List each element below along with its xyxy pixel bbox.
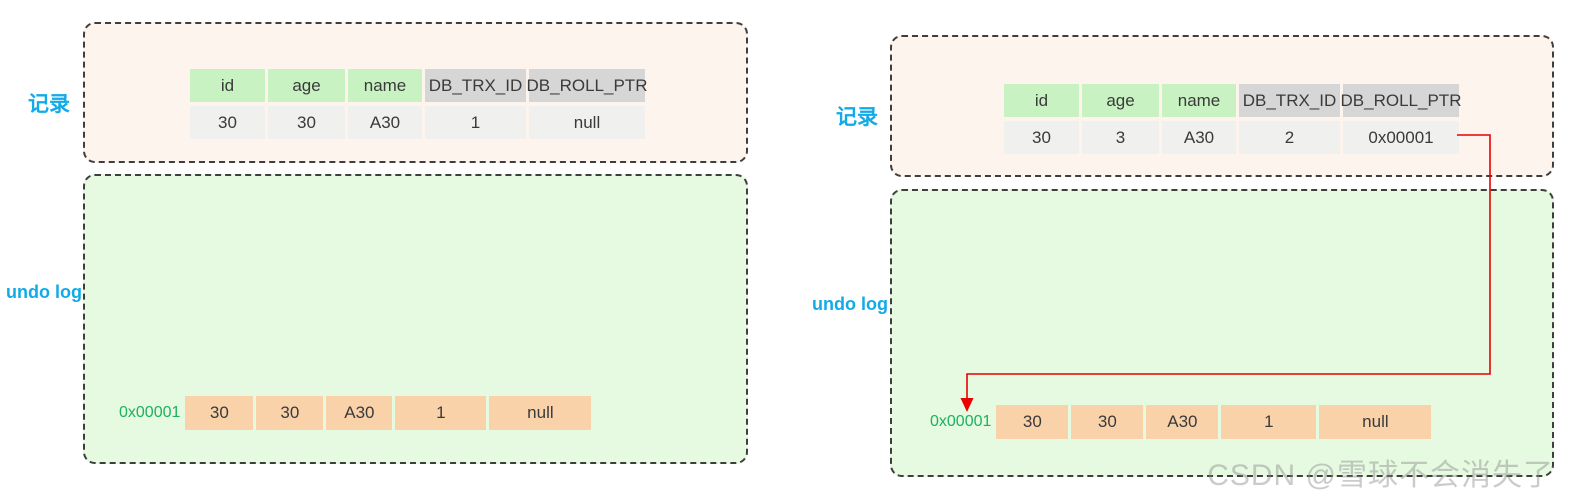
value-cell-name: A30 [348, 106, 422, 139]
undo-cells: 30 30 A30 1 null [185, 396, 592, 430]
undo-cell-db-trx-id: 1 [395, 396, 487, 430]
undo-addr-label: 0x00001 [930, 413, 992, 430]
undo-log-row: 0x00001 30 30 A30 1 null [930, 405, 1432, 439]
undo-cell-id: 30 [185, 396, 254, 430]
header-cell-db-trx-id: DB_TRX_ID [425, 69, 526, 102]
undo-addr-label: 0x00001 [119, 404, 181, 421]
undo-cell-name: A30 [1146, 405, 1219, 439]
record-box: id age name DB_TRX_ID DB_ROLL_PTR 30 3 A… [890, 35, 1554, 177]
record-table: id age name DB_TRX_ID DB_ROLL_PTR 30 3 A… [1004, 84, 1461, 154]
value-cell-age: 30 [268, 106, 345, 139]
undo-cell-db-roll-ptr: null [489, 396, 592, 430]
header-cell-db-trx-id: DB_TRX_ID [1239, 84, 1340, 117]
header-cell-age: age [268, 69, 345, 102]
value-cell-db-roll-ptr: 0x00001 [1343, 121, 1459, 154]
record-header-row: id age name DB_TRX_ID DB_ROLL_PTR [1004, 84, 1461, 117]
value-cell-name: A30 [1162, 121, 1236, 154]
header-cell-name: name [1162, 84, 1236, 117]
undo-cells: 30 30 A30 1 null [996, 405, 1432, 439]
undo-log-label: undo log [812, 294, 888, 314]
value-cell-db-trx-id: 2 [1239, 121, 1340, 154]
undo-cell-name: A30 [326, 396, 393, 430]
header-cell-db-roll-ptr: DB_ROLL_PTR [1341, 84, 1461, 117]
watermark: CSDN @雪球不会消失了 [1207, 459, 1554, 492]
undo-log-row: 0x00001 30 30 A30 1 null [119, 396, 592, 430]
undo-cell-age: 30 [1071, 405, 1144, 439]
undo-cell-age: 30 [256, 396, 324, 430]
header-cell-id: id [190, 69, 265, 102]
undo-log-box: 0x00001 30 30 A30 1 null [83, 174, 748, 464]
value-cell-id: 30 [190, 106, 265, 139]
undo-cell-id: 30 [996, 405, 1069, 439]
record-table: id age name DB_TRX_ID DB_ROLL_PTR 30 30 … [190, 69, 647, 139]
header-cell-db-roll-ptr: DB_ROLL_PTR [527, 69, 647, 102]
value-cell-id: 30 [1004, 121, 1079, 154]
undo-log-label: undo log [6, 282, 82, 302]
undo-cell-db-trx-id: 1 [1221, 405, 1317, 439]
header-cell-name: name [348, 69, 422, 102]
record-header-row: id age name DB_TRX_ID DB_ROLL_PTR [190, 69, 647, 102]
header-cell-age: age [1082, 84, 1159, 117]
undo-log-box: 0x00001 30 30 A30 1 null [890, 189, 1554, 477]
undo-cell-db-roll-ptr: null [1319, 405, 1432, 439]
value-cell-db-trx-id: 1 [425, 106, 526, 139]
record-label: 记录 [28, 93, 70, 116]
value-cell-age: 3 [1082, 121, 1159, 154]
record-value-row: 30 30 A30 1 null [190, 106, 645, 139]
record-value-row: 30 3 A30 2 0x00001 [1004, 121, 1459, 154]
header-cell-id: id [1004, 84, 1079, 117]
value-cell-db-roll-ptr: null [529, 106, 645, 139]
record-label: 记录 [836, 106, 878, 129]
record-box: id age name DB_TRX_ID DB_ROLL_PTR 30 30 … [83, 22, 748, 163]
